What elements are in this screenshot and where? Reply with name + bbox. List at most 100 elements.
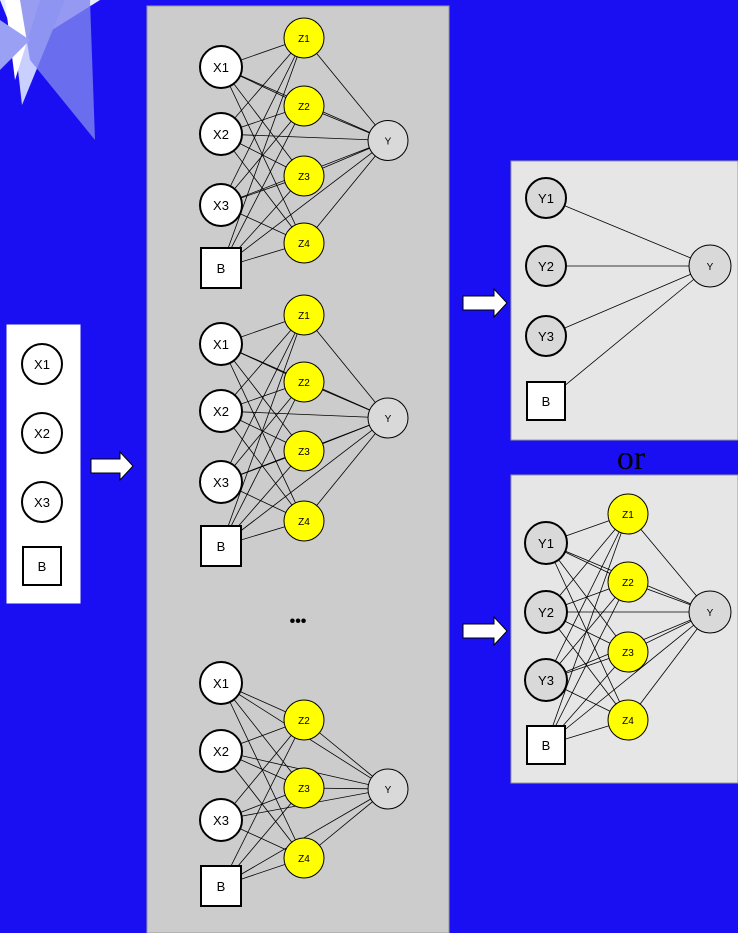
- edge-net1-h3-out: [303, 140, 389, 244]
- network-input-y1: Y1: [524, 521, 568, 565]
- net1-input-x2: X2: [199, 112, 243, 156]
- ensemble-ellipsis: •••: [290, 613, 307, 630]
- linear-input-y1-label: Y1: [538, 191, 554, 206]
- or-separator: or: [617, 440, 646, 477]
- edge-net2-in3-out: [220, 417, 389, 547]
- edge-net2-in1-out: [220, 410, 389, 419]
- net3-input-x1-label: X1: [213, 676, 229, 691]
- input-node-x1: X1: [21, 343, 63, 385]
- net1-hidden-z3-label: Z3: [298, 172, 310, 183]
- network-bias-node-label: B: [542, 738, 551, 753]
- linear-input-y1: Y1: [525, 177, 567, 219]
- net2-input-x2-label: X2: [213, 404, 229, 419]
- net1-input-x3-label: X3: [213, 198, 229, 213]
- input-bias-node: B: [22, 546, 62, 586]
- linear-input-y3-label: Y3: [538, 329, 554, 344]
- edge-net3-in3-out: [220, 788, 389, 887]
- net1-bias-node-label: B: [217, 261, 226, 276]
- net3-hidden-z2: Z2: [283, 699, 325, 741]
- edge-net2-in3-h0: [220, 314, 305, 547]
- linear-output-node: Y: [688, 244, 732, 288]
- net2-hidden-z2-label: Z2: [298, 378, 310, 389]
- input-node-x2: X2: [21, 412, 63, 454]
- net1-output-node: Y: [367, 120, 409, 161]
- net2-hidden-z4: Z4: [283, 500, 325, 542]
- edge-network-in3-out: [545, 611, 711, 746]
- net2-hidden-z3: Z3: [283, 430, 325, 472]
- network-output-node-label: Y: [707, 608, 714, 619]
- net3-output-node: Y: [367, 768, 409, 810]
- network-hidden-z1-label: Z1: [622, 510, 634, 521]
- net3-hidden-z3-label: Z3: [298, 784, 310, 795]
- network-input-y2-label: Y2: [538, 605, 554, 620]
- edge-network-in3-h1: [545, 581, 629, 746]
- network-hidden-z2: Z2: [607, 561, 649, 603]
- net3-input-x1: X1: [199, 661, 243, 705]
- linear-input-y2-label: Y2: [538, 259, 554, 274]
- input-node-x3-label: X3: [34, 495, 50, 510]
- net2-hidden-z3-label: Z3: [298, 447, 310, 458]
- linear-output-node-label: Y: [707, 262, 714, 273]
- net2-input-x1: X1: [199, 322, 243, 366]
- net2-hidden-z1-label: Z1: [298, 311, 310, 322]
- network-input-y3: Y3: [524, 658, 568, 702]
- net1-hidden-z1: Z1: [283, 17, 325, 59]
- edge-net2-h0-out: [303, 314, 389, 419]
- net1-hidden-z2-label: Z2: [298, 102, 310, 113]
- network-hidden-z1: Z1: [607, 493, 649, 535]
- net2-hidden-z4-label: Z4: [298, 517, 310, 528]
- edge-net1-in3-h0: [220, 37, 305, 269]
- edge-linear-in2-out: [545, 265, 711, 337]
- edge-network-in2-h0: [545, 513, 629, 681]
- net1-hidden-z3: Z3: [283, 155, 325, 197]
- network-bias-node: B: [526, 725, 566, 765]
- input-node-x2-label: X2: [34, 426, 50, 441]
- net2-hidden-z2: Z2: [283, 361, 325, 403]
- edge-net1-in3-out: [220, 140, 389, 269]
- net3-bias-node: B: [200, 865, 242, 907]
- edge-linear-in0-out: [545, 197, 711, 267]
- edge-net1-in1-out: [220, 133, 389, 141]
- edge-net1-h0-out: [303, 37, 389, 141]
- net1-output-node-label: Y: [385, 137, 392, 148]
- linear-input-y2: Y2: [525, 245, 567, 287]
- net2-input-x2: X2: [199, 389, 243, 433]
- linear-bias-node-label: B: [542, 394, 551, 409]
- net2-input-x3-label: X3: [213, 475, 229, 490]
- arrow-to-network-combiner: [462, 615, 508, 647]
- net1-hidden-z1-label: Z1: [298, 34, 310, 45]
- edge-net1-in1-h3: [220, 133, 305, 244]
- network-hidden-z3: Z3: [607, 631, 649, 673]
- network-input-y2: Y2: [524, 590, 568, 634]
- net2-output-node: Y: [367, 397, 409, 439]
- net2-input-x3: X3: [199, 460, 243, 504]
- network-hidden-z2-label: Z2: [622, 578, 634, 589]
- linear-input-y3: Y3: [525, 315, 567, 357]
- starburst-decoration: [0, 0, 100, 140]
- linear-bias-node: B: [526, 381, 566, 421]
- net3-hidden-z4-label: Z4: [298, 854, 310, 865]
- network-output-node: Y: [688, 590, 732, 634]
- net1-input-x1-label: X1: [213, 60, 229, 75]
- net2-bias-node: B: [200, 525, 242, 567]
- edge-linear-in3-out: [545, 265, 711, 402]
- net3-input-x2: X2: [199, 729, 243, 773]
- net1-input-x3: X3: [199, 183, 243, 227]
- edge-net3-in1-h2: [220, 750, 305, 859]
- net3-hidden-z4: Z4: [283, 837, 325, 879]
- network-hidden-z4-label: Z4: [622, 716, 634, 727]
- network-nodes: X1X2X3BX1X2X3BZ1Z2Z3Z4YX1X2X3BZ1Z2Z3Z4YX…: [21, 17, 732, 907]
- net3-input-x3-label: X3: [213, 813, 229, 828]
- network-input-y3-label: Y3: [538, 673, 554, 688]
- net1-input-x1: X1: [199, 45, 243, 89]
- network-hidden-z3-label: Z3: [622, 648, 634, 659]
- edge-network-in3-h0: [545, 513, 629, 746]
- net3-output-node-label: Y: [385, 785, 392, 796]
- edge-net2-h3-out: [303, 417, 389, 522]
- network-input-y1-label: Y1: [538, 536, 554, 551]
- net3-input-x3: X3: [199, 798, 243, 842]
- net3-hidden-z2-label: Z2: [298, 716, 310, 727]
- arrow-input-to-ensemble: [90, 450, 134, 482]
- net1-bias-node: B: [200, 247, 242, 289]
- edge-net3-in3-h0: [220, 719, 305, 887]
